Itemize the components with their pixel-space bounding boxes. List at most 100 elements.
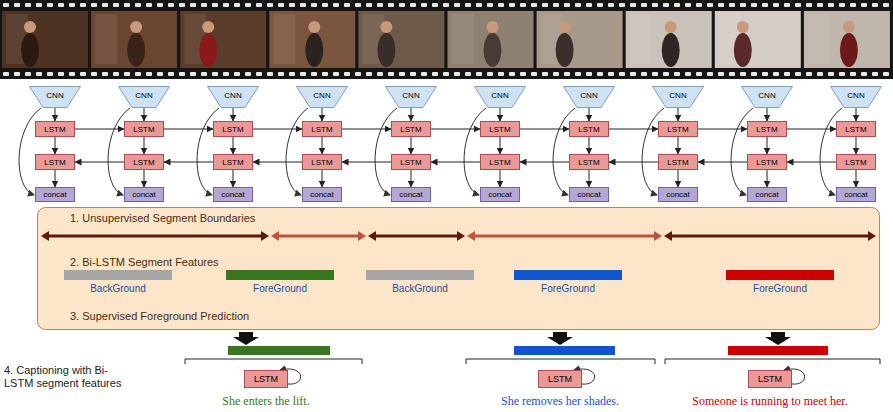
sprocket-hole [245, 3, 251, 7]
connector-arrow [609, 129, 658, 130]
connector-arrow [589, 170, 590, 187]
bracket [466, 359, 655, 364]
sprocket-hole [883, 72, 889, 76]
connector-arrow [322, 170, 323, 187]
connector-arrow [144, 137, 145, 154]
segment-arrowhead [868, 231, 876, 241]
lstm-cell: LSTM [748, 370, 792, 388]
sprocket-hole [377, 3, 383, 7]
sprocket-hole [212, 72, 218, 76]
frame-detail [808, 14, 830, 64]
cnn-label: CNN [669, 91, 686, 101]
sprocket-hole [861, 72, 867, 76]
person-figure [556, 33, 574, 67]
frame-detail [452, 14, 474, 64]
sprocket-hole [641, 72, 647, 76]
connector-arrow [233, 108, 234, 121]
sprocket-hole [696, 72, 702, 76]
connector-arrow [856, 137, 857, 154]
sprocket-hole [652, 72, 658, 76]
segment-feature: ForeGround [726, 270, 834, 296]
step-heading: 3. Supervised Foreground Prediction [70, 309, 249, 323]
lstm-cell: LSTM [480, 121, 520, 137]
video-frame [269, 11, 355, 68]
cnn-trapezoid [742, 87, 793, 108]
segment-feature-bar [728, 346, 828, 355]
cnn-trapezoid [119, 87, 170, 108]
sprocket-hole [531, 3, 537, 7]
sprocket-hole [421, 3, 427, 7]
sprocket-hole [355, 3, 361, 7]
cnn-trapezoid [208, 87, 259, 108]
sprocket-hole [410, 3, 416, 7]
sprocket-hole [377, 72, 383, 76]
sprocket-hole [124, 72, 130, 76]
sprocket-hole [289, 72, 295, 76]
connector-arrow [233, 137, 234, 154]
sprocket-hole [685, 72, 691, 76]
sprocket-hole [795, 72, 801, 76]
sprocket-hole [311, 72, 317, 76]
cnn-label: CNN [758, 91, 775, 101]
segment-feature-bar [226, 270, 334, 280]
cnn-block: CNN [207, 86, 259, 108]
sprocket-hole [212, 3, 218, 7]
sprocket-hole [641, 3, 647, 7]
sprocket-hole [707, 72, 713, 76]
sprocket-hole [432, 3, 438, 7]
sprocket-hole [14, 72, 20, 76]
sprocket-hole [366, 72, 372, 76]
lstm-cell: LSTM [35, 121, 75, 137]
lstm-label: LSTM [311, 124, 332, 135]
segment-arrowhead [271, 231, 279, 241]
sprocket-hole [608, 3, 614, 7]
sprocket-hole [36, 3, 42, 7]
connector-arrow [609, 162, 658, 163]
sprocket-hole [608, 72, 614, 76]
sprocket-hole [80, 72, 86, 76]
concat-label: concat [399, 189, 423, 200]
sprocket-hole [267, 72, 273, 76]
sprocket-hole [245, 72, 251, 76]
lstm-cell: LSTM [480, 154, 520, 170]
sprocket-hole [872, 72, 878, 76]
connector-arrow [589, 108, 590, 121]
connector-arrow [253, 129, 302, 130]
sprocket-hole [344, 3, 350, 7]
connector-arrow [431, 162, 480, 163]
sprocket-hole [3, 72, 9, 76]
cnn-block: CNN [296, 86, 348, 108]
sprocket-hole [718, 3, 724, 7]
connector-arrow [233, 170, 234, 187]
sprocket-hole [234, 3, 240, 7]
cnn-block: CNN [652, 86, 704, 108]
concat-block: concat [747, 187, 787, 202]
sprocket-hole [751, 3, 757, 7]
person-head [843, 21, 855, 33]
caption-text: She removes her shades. [501, 394, 619, 408]
lstm-cell: LSTM [391, 121, 431, 137]
segment-feature-bar [514, 270, 622, 280]
label-holder: Someone is running to meet her. [692, 394, 847, 408]
concat-block: concat [480, 187, 520, 202]
connector-arrow [322, 137, 323, 154]
connector-arrow [500, 108, 501, 121]
sprocket-hole [344, 72, 350, 76]
person-figure [305, 33, 323, 67]
sprocket-hole [58, 72, 64, 76]
video-frame [537, 11, 623, 68]
lstm-label: LSTM [222, 157, 243, 168]
sprocket-hole [465, 3, 471, 7]
sprocket-hole [509, 3, 515, 7]
concat-block: concat [391, 187, 431, 202]
panel-rect [38, 208, 880, 330]
sprocket-hole [476, 72, 482, 76]
segment-boundary-arrow [277, 235, 360, 238]
sprocket-hole [267, 3, 273, 7]
concat-label: concat [577, 189, 601, 200]
segment-type-label: ForeGround [726, 283, 834, 295]
sprocket-hole [91, 3, 97, 7]
sprocket-hole [806, 3, 812, 7]
label-holder: She enters the lift. [222, 394, 309, 408]
